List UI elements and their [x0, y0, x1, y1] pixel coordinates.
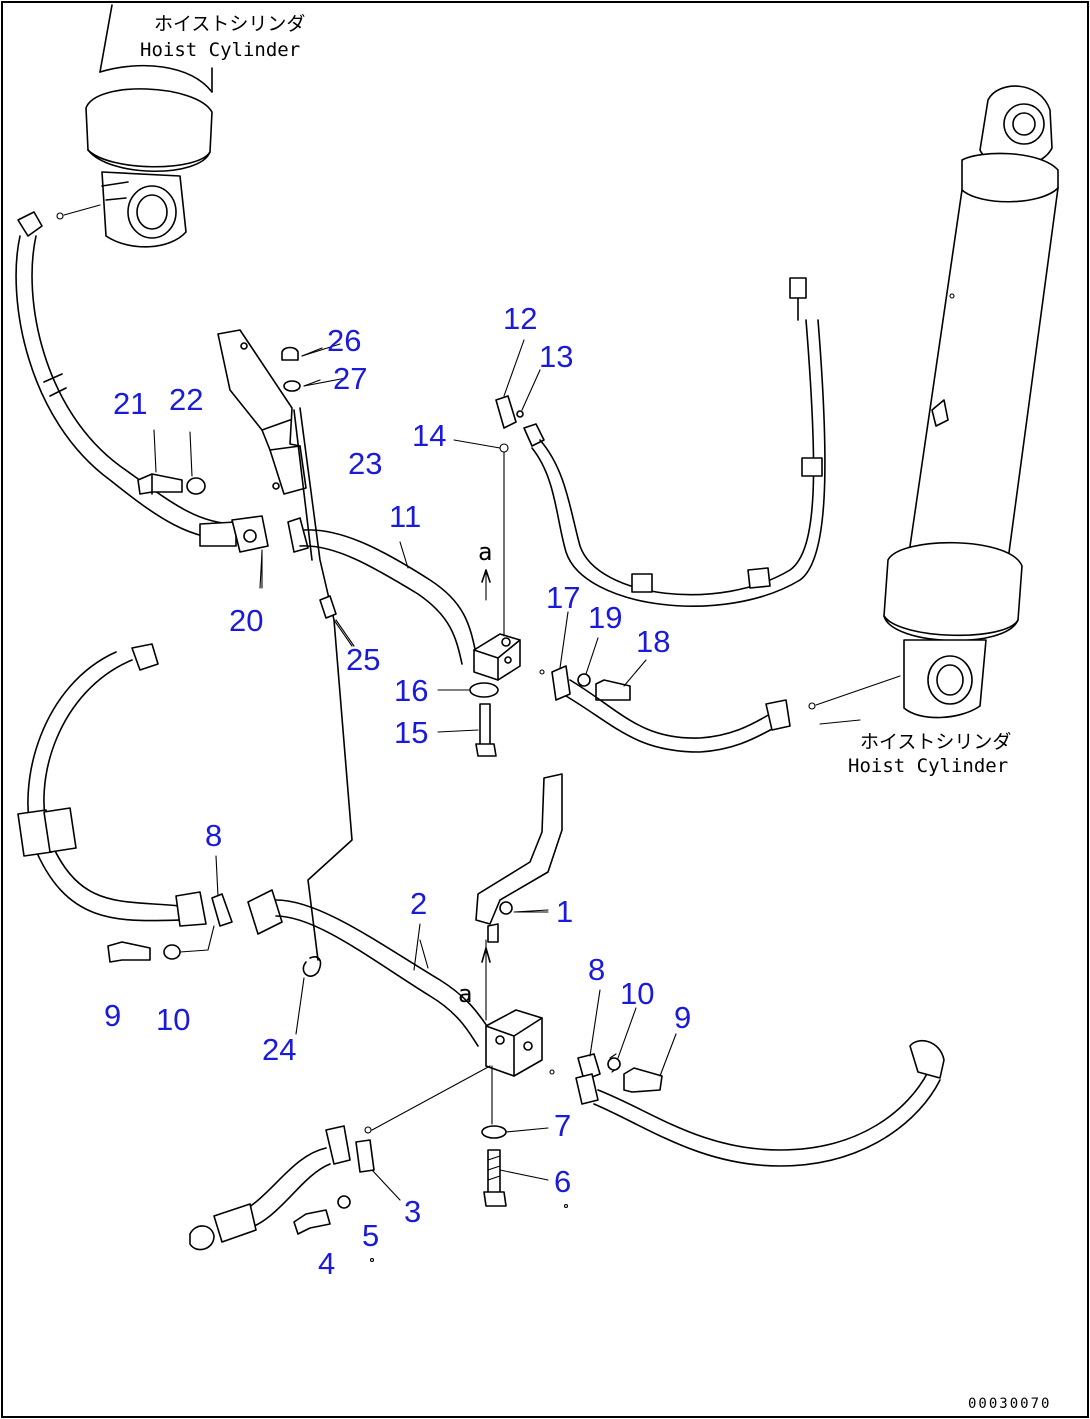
- vertical-hose-25: [261, 407, 353, 961]
- cylinder-label-en-top: Hoist Cylinder: [140, 39, 300, 61]
- pipe-11: [287, 517, 477, 665]
- callout-10-right: 10: [620, 976, 654, 1011]
- callout-7: 7: [554, 1108, 571, 1143]
- callout-9-left: 9: [104, 998, 121, 1033]
- callout-9-right: 9: [674, 1000, 691, 1035]
- callout-4: 4: [318, 1246, 335, 1281]
- callout-19: 19: [588, 600, 622, 635]
- callout-21: 21: [113, 386, 147, 421]
- callout-17: 17: [546, 580, 580, 615]
- lower-left-hose: [17, 643, 283, 963]
- callout-8-left: 8: [205, 818, 222, 853]
- callout-8-right: 8: [588, 952, 605, 987]
- right-hoist-cylinder: [808, 85, 1059, 719]
- callout-13: 13: [539, 339, 573, 374]
- callout-23: 23: [348, 446, 382, 481]
- callout-1: 1: [556, 894, 573, 929]
- callout-11: 11: [389, 499, 421, 534]
- bottom-hose: [189, 1065, 569, 1263]
- hose-17-18-19: [539, 665, 791, 753]
- callout-2: 2: [410, 886, 427, 921]
- cylinder-label-jp-right: ホイストシリンダ: [860, 731, 1011, 753]
- callout-10-left: 10: [156, 1002, 190, 1037]
- pipe-2: [275, 899, 491, 1047]
- section-marker-a-upper: a: [478, 538, 492, 566]
- callout-24: 24: [262, 1032, 296, 1067]
- callout-6: 6: [554, 1164, 571, 1199]
- bracket-23: [217, 329, 323, 495]
- lower-bracket-1: [475, 773, 563, 1021]
- callout-20: 20: [229, 603, 263, 638]
- callout-14: 14: [412, 418, 446, 453]
- cylinder-label-en-right: Hoist Cylinder: [848, 755, 1008, 777]
- leader-lines: [215, 339, 861, 1201]
- callout-22: 22: [169, 382, 203, 417]
- callout-3: 3: [404, 1194, 421, 1229]
- callout-25: 25: [346, 642, 380, 677]
- lower-right-hose: [575, 1039, 945, 1167]
- drawing-code: 00030070: [968, 1396, 1051, 1412]
- upper-left-hose: [15, 211, 269, 553]
- callout-26: 26: [327, 323, 361, 358]
- callout-16: 16: [394, 673, 428, 708]
- bolt-21-washer-22: [137, 429, 206, 495]
- upper-valve-block: [469, 443, 521, 757]
- callout-18: 18: [636, 624, 670, 659]
- callout-12: 12: [503, 301, 537, 336]
- callout-5: 5: [362, 1218, 379, 1253]
- callout-27: 27: [333, 361, 367, 396]
- clip-24: [295, 956, 322, 1035]
- cylinder-label-jp-top: ホイストシリンダ: [154, 13, 305, 35]
- lower-valve-block: [481, 1009, 555, 1207]
- left-hoist-cylinder: [56, 4, 213, 248]
- fitting-12-13: [495, 277, 826, 607]
- section-marker-a-lower: a: [458, 980, 472, 1008]
- callout-15: 15: [394, 715, 428, 750]
